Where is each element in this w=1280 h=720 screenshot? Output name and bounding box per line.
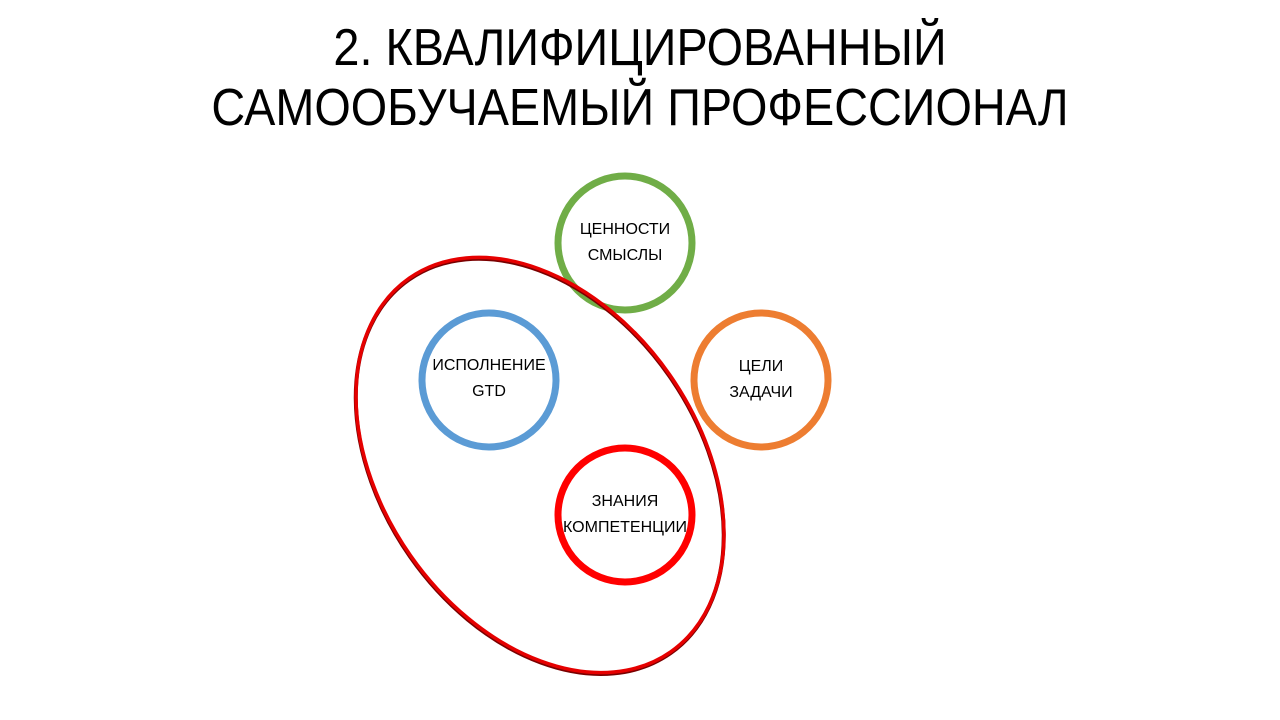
label-line: GTD [472,383,506,400]
label-line: КОМПЕТЕНЦИИ [563,519,687,536]
label-line: ЦЕЛИ [738,358,784,375]
label-line: ЗНАНИЯ [591,493,659,510]
circle-label-knowledge: ЗНАНИЯ КОМПЕТЕНЦИИ [563,489,687,541]
label-line: ЗАДАЧИ [729,384,793,401]
highlight-ellipse [353,255,726,676]
circle-execution [418,309,560,451]
label-line: ЦЕННОСТИ [579,221,671,238]
slide-title: 2. КВАЛИФИЦИРОВАННЫЙ САМООБУЧАЕМЫЙ ПРОФЕ… [64,18,1216,138]
slide-title-line-1: 2. КВАЛИФИЦИРОВАННЫЙ [333,19,947,77]
circle-label-execution: ИСПОЛНЕНИЕ GTD [432,353,545,405]
circle-values [554,172,696,314]
circle-label-goals: ЦЕЛИ ЗАДАЧИ [729,354,792,406]
slide-title-line-2: САМООБУЧАЕМЫЙ ПРОФЕССИОНАЛ [211,79,1069,137]
circle-goals [690,309,832,451]
circle-label-values: ЦЕННОСТИ СМЫСЛЫ [580,217,670,269]
label-line: ИСПОЛНЕНИЕ [432,357,546,374]
circle-knowledge [554,444,696,586]
label-line: СМЫСЛЫ [587,247,663,264]
